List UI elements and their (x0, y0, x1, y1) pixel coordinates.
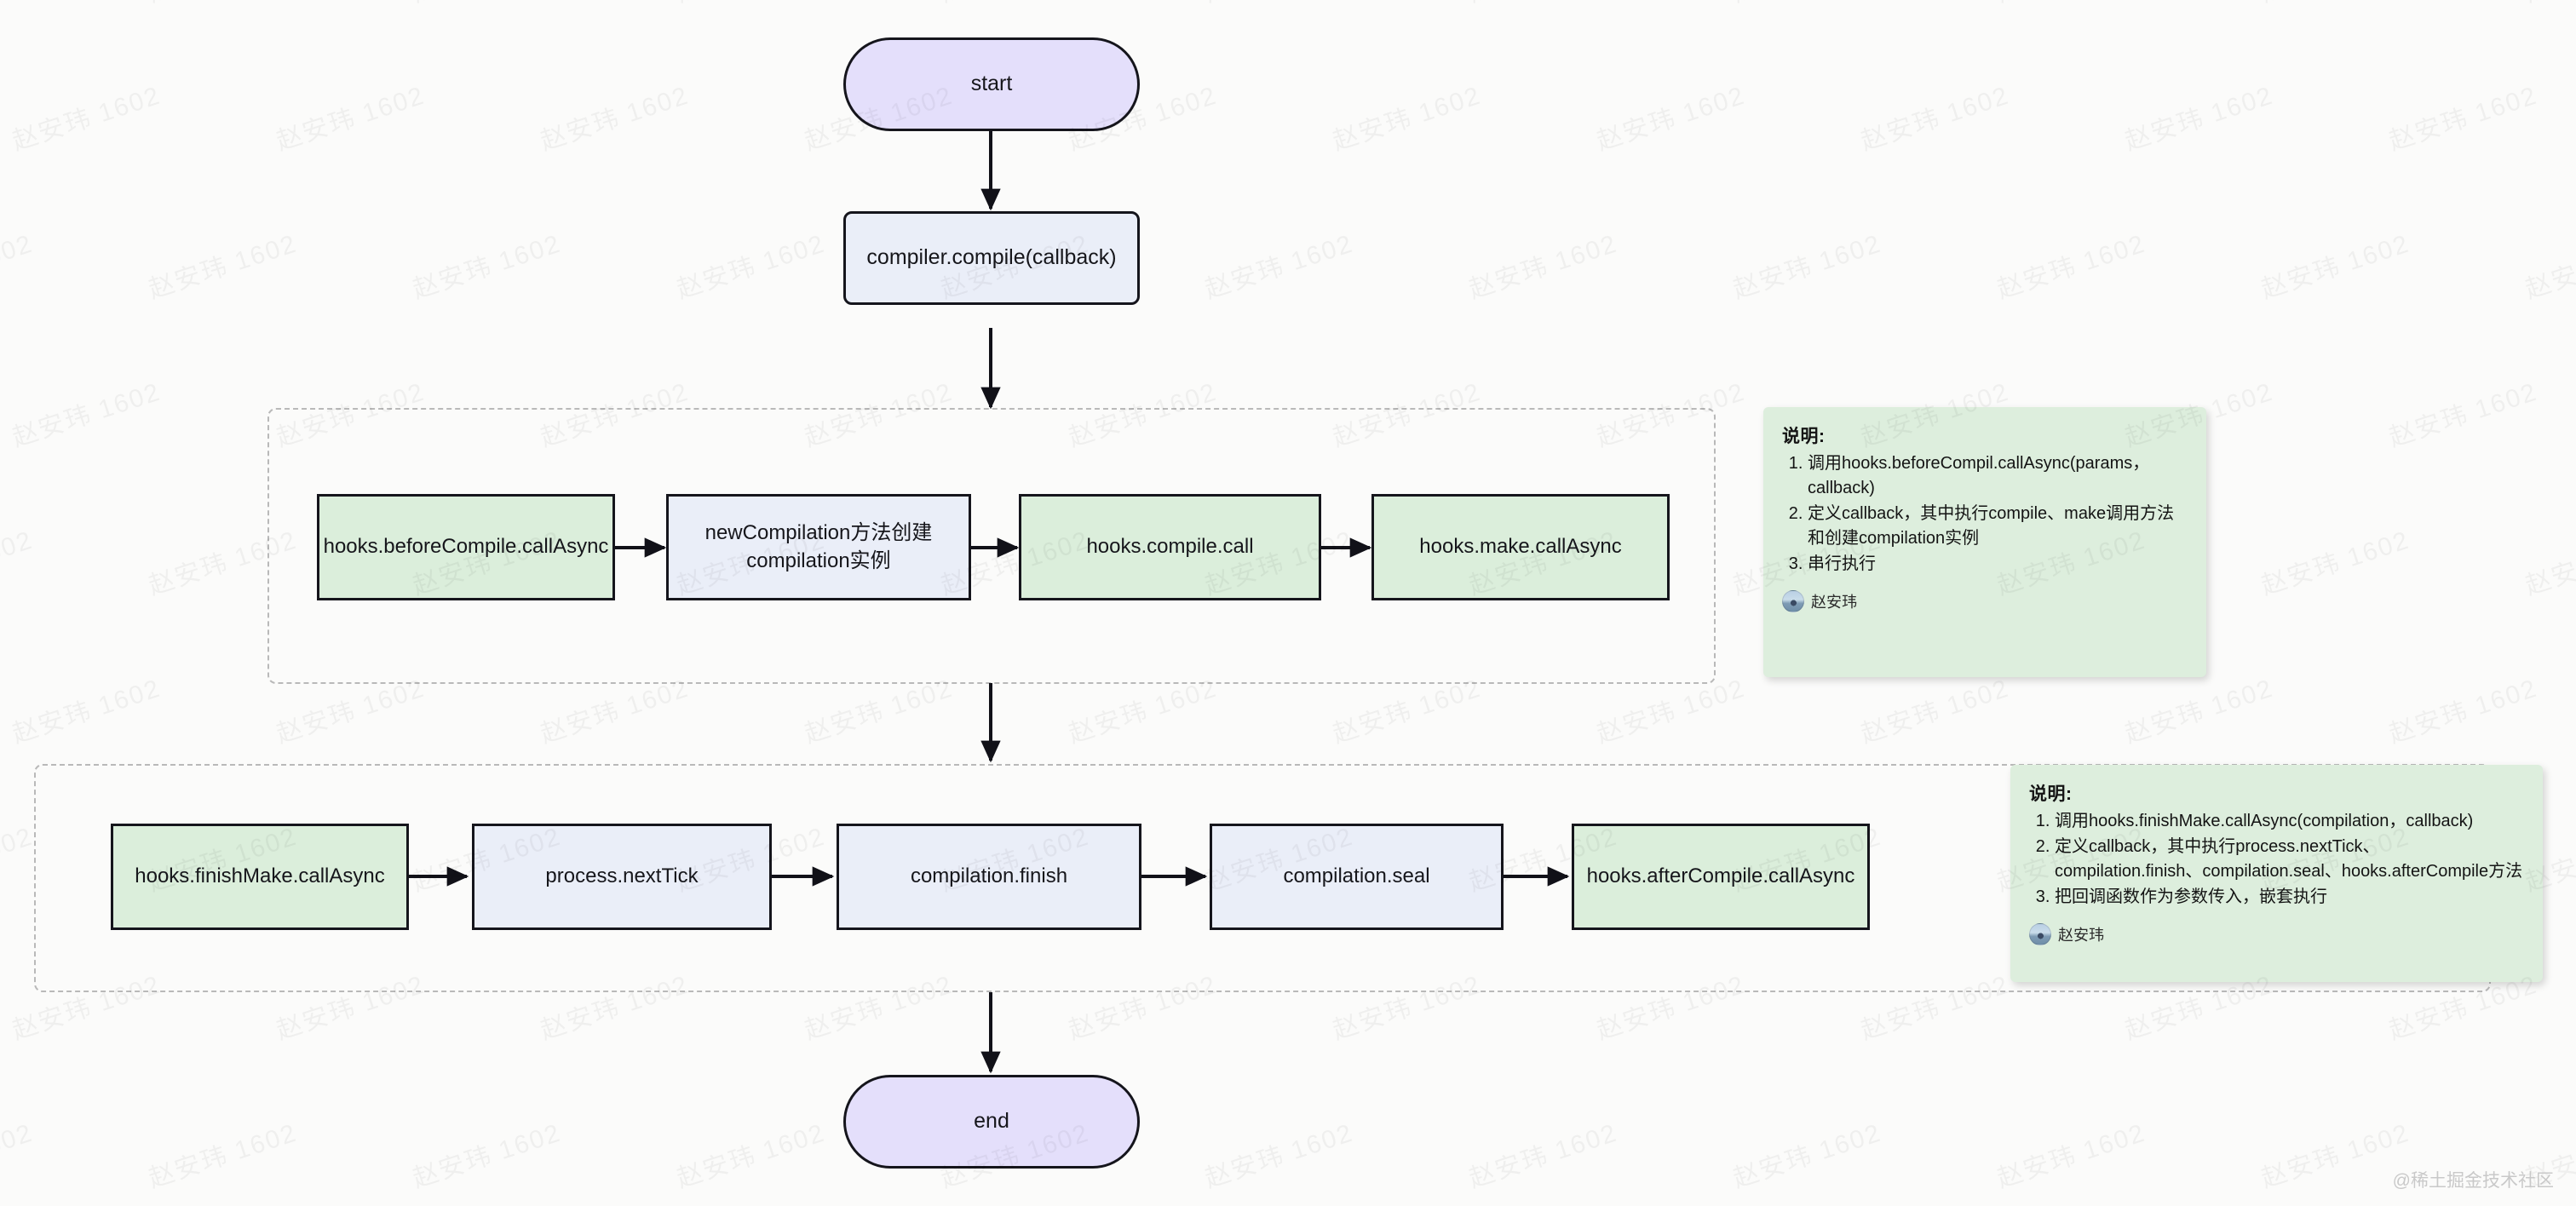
node-start[interactable]: start (843, 37, 1140, 131)
note2-author-name: 赵安玮 (2058, 927, 2104, 944)
avatar-icon (2029, 923, 2051, 945)
node-new-compilation[interactable]: newCompilation方法创建 compilation实例 (666, 494, 971, 600)
node-compilation-seal[interactable]: compilation.seal (1210, 824, 1504, 930)
note1-author: 赵安玮 (1782, 590, 2188, 612)
node-process-next-tick[interactable]: process.nextTick (472, 824, 772, 930)
node-hooks-after-compile[interactable]: hooks.afterCompile.callAsync (1572, 824, 1870, 930)
node-hooks-compile-call[interactable]: hooks.compile.call (1019, 494, 1321, 600)
node-process-next-tick-label: process.nextTick (545, 864, 699, 888)
note-card-finish-phase: 说明: 调用hooks.finishMake.callAsync(compila… (2010, 765, 2543, 982)
footer-watermark: @稀土掘金技术社区 (2392, 1171, 2554, 1191)
node-hooks-finish-make-label: hooks.finishMake.callAsync (135, 864, 385, 888)
avatar-icon (1782, 590, 1804, 612)
node-compilation-finish[interactable]: compilation.finish (837, 824, 1141, 930)
node-hooks-after-compile-label: hooks.afterCompile.callAsync (1586, 864, 1855, 888)
node-hooks-make-call-async[interactable]: hooks.make.callAsync (1371, 494, 1670, 600)
node-hooks-before-compile[interactable]: hooks.beforeCompile.callAsync (317, 494, 615, 600)
note2-author: 赵安玮 (2029, 923, 2524, 945)
node-hooks-make-call-async-label: hooks.make.callAsync (1419, 535, 1622, 559)
note1-item-1: 调用hooks.beforeCompil.callAsync(params，ca… (1808, 451, 2188, 501)
note1-item-3: 串行执行 (1808, 552, 2188, 577)
note1-title: 说明: (1782, 427, 1826, 446)
node-end[interactable]: end (843, 1075, 1140, 1169)
note2-item-3: 把回调函数作为参数传入，嵌套执行 (2055, 885, 2524, 910)
note-card-compile-phase: 说明: 调用hooks.beforeCompil.callAsync(param… (1763, 407, 2206, 677)
node-compiler-compile[interactable]: compiler.compile(callback) (843, 211, 1140, 305)
node-hooks-finish-make[interactable]: hooks.finishMake.callAsync (111, 824, 409, 930)
note2-item-2: 定义callback，其中执行process.nextTick、compilat… (2055, 835, 2524, 884)
node-compilation-seal-label: compilation.seal (1283, 864, 1430, 888)
node-hooks-before-compile-label: hooks.beforeCompile.callAsync (323, 535, 609, 559)
note1-list: 调用hooks.beforeCompil.callAsync(params，ca… (1785, 451, 2188, 577)
node-hooks-compile-call-label: hooks.compile.call (1086, 535, 1254, 559)
node-start-label: start (970, 72, 1013, 96)
note2-list: 调用hooks.finishMake.callAsync(compilation… (2033, 809, 2524, 910)
node-new-compilation-label: newCompilation方法创建 compilation实例 (704, 521, 933, 572)
note2-title: 说明: (2029, 784, 2073, 804)
node-compilation-finish-label: compilation.finish (910, 864, 1068, 888)
node-compiler-compile-label: compiler.compile(callback) (866, 245, 1117, 270)
note2-item-1: 调用hooks.finishMake.callAsync(compilation… (2055, 809, 2524, 834)
note1-author-name: 赵安玮 (1811, 594, 1857, 611)
node-end-label: end (974, 1109, 1009, 1134)
note1-item-2: 定义callback，其中执行compile、make调用方法和创建compil… (1808, 502, 2188, 551)
